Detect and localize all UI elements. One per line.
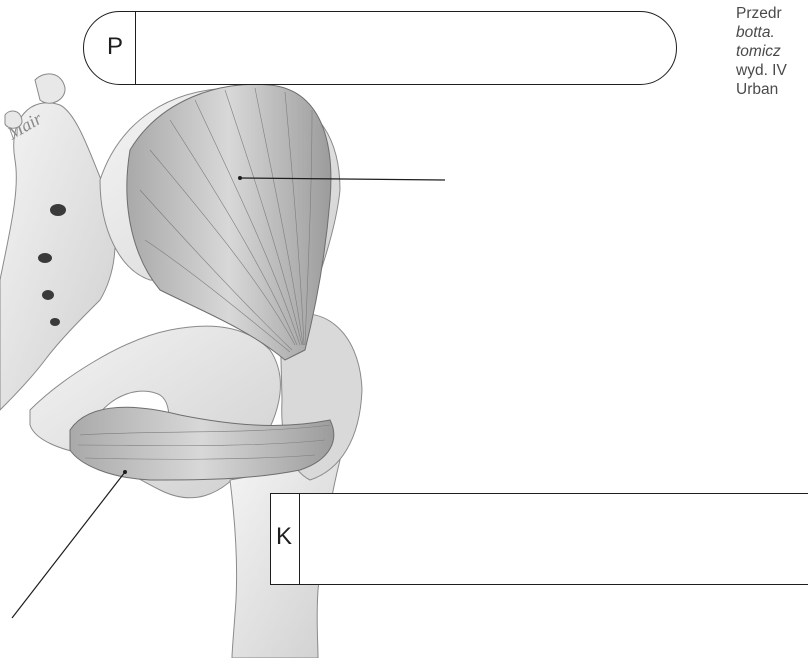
caption-line: botta.: [736, 23, 808, 42]
sacral-foramen: [42, 290, 54, 300]
answer-box-divider: [135, 11, 136, 85]
answer-box-p: P: [83, 11, 677, 85]
caption-line: Przedr: [736, 4, 808, 23]
answer-field-p[interactable]: [143, 17, 637, 79]
leader-line-k: [12, 472, 125, 618]
gluteus-muscle: [127, 84, 331, 360]
sacral-foramen: [50, 318, 60, 326]
answer-field-k[interactable]: [306, 499, 808, 579]
answer-box-k: K: [270, 493, 808, 585]
source-caption: Przedr botta. tomicz wyd. IV Urban: [736, 4, 808, 99]
caption-line: Urban: [736, 80, 808, 99]
sacral-foramen: [50, 204, 66, 216]
spinous-process: [35, 74, 65, 103]
answer-letter-k: K: [276, 523, 292, 551]
leader-dot: [123, 470, 127, 474]
answer-box-divider: [299, 493, 300, 585]
spinous-process: [5, 111, 22, 128]
sacral-foramen: [38, 253, 52, 263]
caption-line: tomicz: [736, 42, 808, 61]
answer-letter-p: P: [107, 33, 123, 61]
leader-dot: [238, 176, 242, 180]
caption-line: wyd. IV: [736, 61, 808, 80]
